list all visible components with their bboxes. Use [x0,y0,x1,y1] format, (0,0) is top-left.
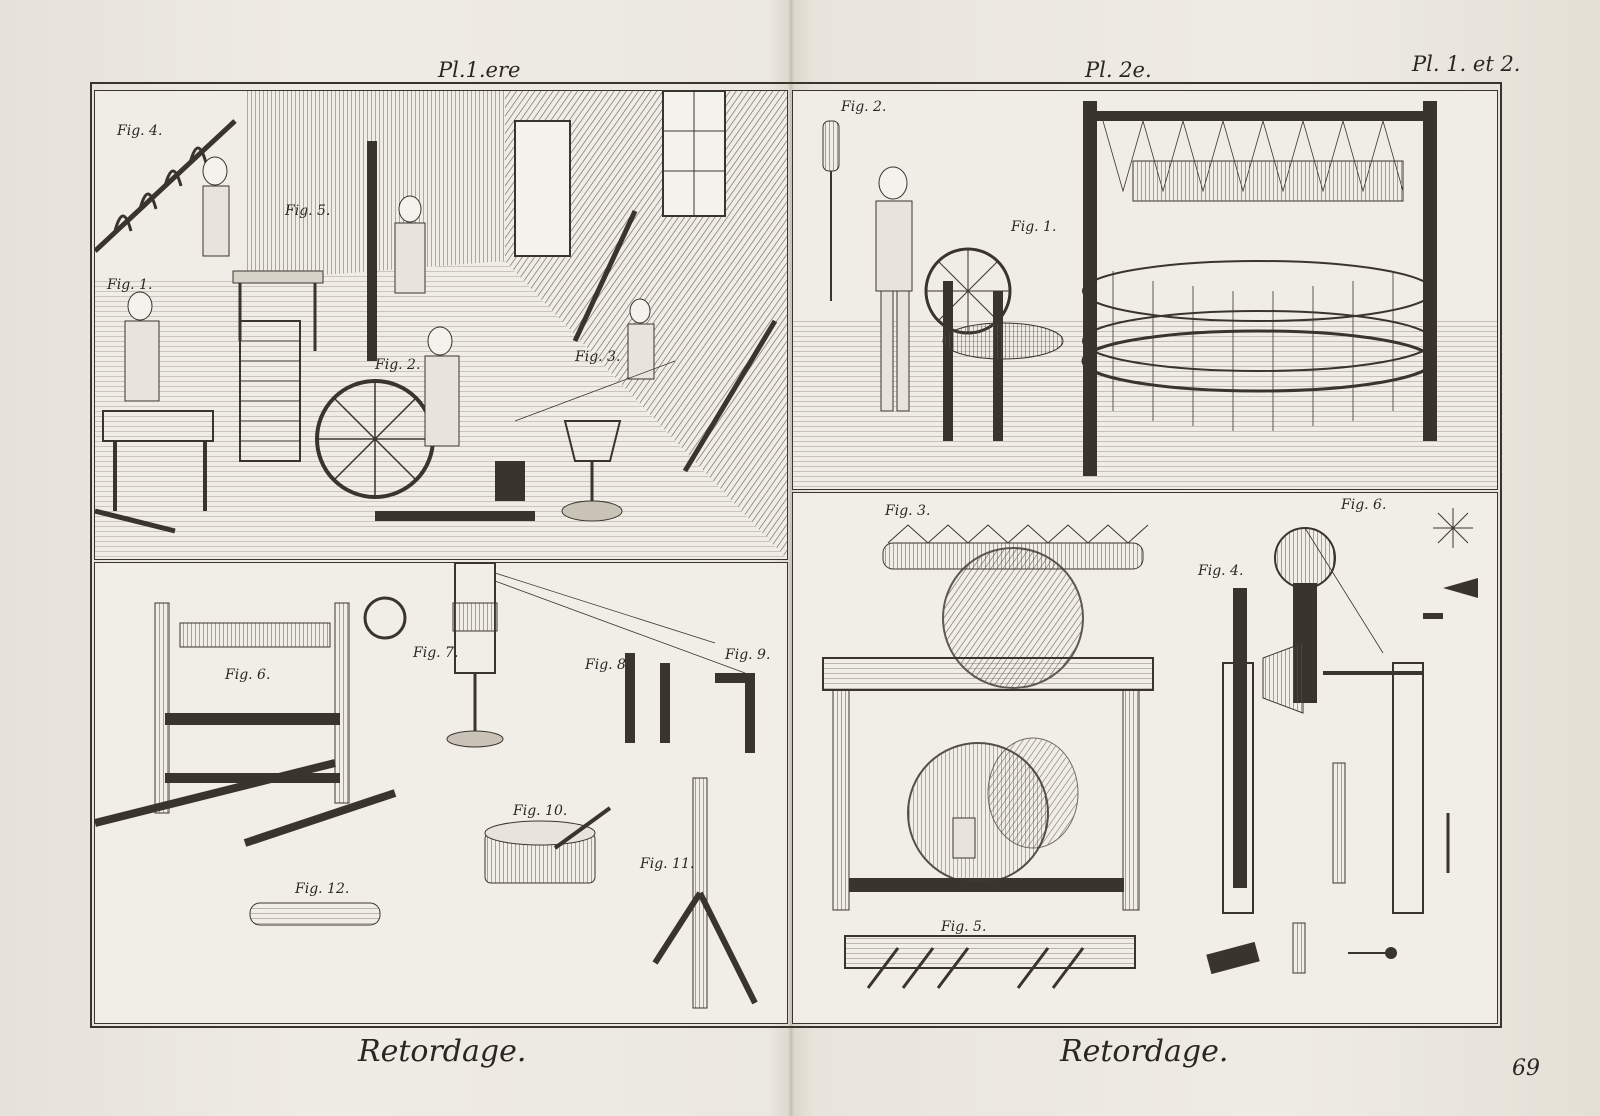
fig-5-label: Fig. 5. [940,919,986,935]
fig-2-label: Fig. 2. [374,357,420,373]
fig-4-label: Fig. 4. [116,123,162,139]
fig-6-label: Fig. 6. [1340,497,1386,513]
plate-2-header: Pl. 2e. [1085,58,1152,82]
caption-left: Retordage. [358,1034,527,1069]
fig-1-label: Fig. 1. [106,277,152,293]
tools-engraving: Fig. 6. Fig. 7. Fig. 8. Fig. 9. Fig. 10.… [95,563,787,1023]
fig-11-label: Fig. 11. [639,856,694,872]
workshop-engraving: Fig. 4. Fig. 5. Fig. 1. Fig. 2. Fig. 3. [95,91,787,559]
caption-right: Retordage. [1060,1034,1229,1069]
center-fold [788,0,794,1116]
fig-6-label: Fig. 6. [224,667,270,683]
fig-3-label: Fig. 3. [574,349,620,365]
twisting-mill-engraving: Fig. 2. Fig. 1. [793,91,1497,489]
panel-twisting-mill: Fig. 2. Fig. 1. [792,90,1498,490]
panel-tools: Fig. 6. Fig. 7. Fig. 8. Fig. 9. Fig. 10.… [94,562,788,1024]
fig-4-label: Fig. 4. [1197,563,1243,579]
fig-1-label: Fig. 1. [1010,219,1056,235]
fig-3-label: Fig. 3. [884,503,930,519]
fig-8-label: Fig. 8. [584,657,630,673]
fig-10-label: Fig. 10. [512,803,567,819]
plate-1-and-2-header: Pl. 1. et 2. [1412,52,1521,76]
panel-machine-details: Fig. 3. Fig. 4. Fig. 5. Fig. 6. [792,492,1498,1024]
fig-5-label: Fig. 5. [284,203,330,219]
machine-details-engraving: Fig. 3. Fig. 4. Fig. 5. Fig. 6. [793,493,1497,1023]
plate-1-header: Pl.1.ere [438,58,521,82]
page-number: 69 [1512,1056,1540,1081]
fig-12-label: Fig. 12. [294,881,349,897]
outer-frame [90,82,1502,1028]
fig-7-label: Fig. 7. [412,645,458,661]
panel-workshop-scene: Fig. 4. Fig. 5. Fig. 1. Fig. 2. Fig. 3. [94,90,788,560]
fig-2-label: Fig. 2. [840,99,886,115]
fig-9-label: Fig. 9. [724,647,770,663]
